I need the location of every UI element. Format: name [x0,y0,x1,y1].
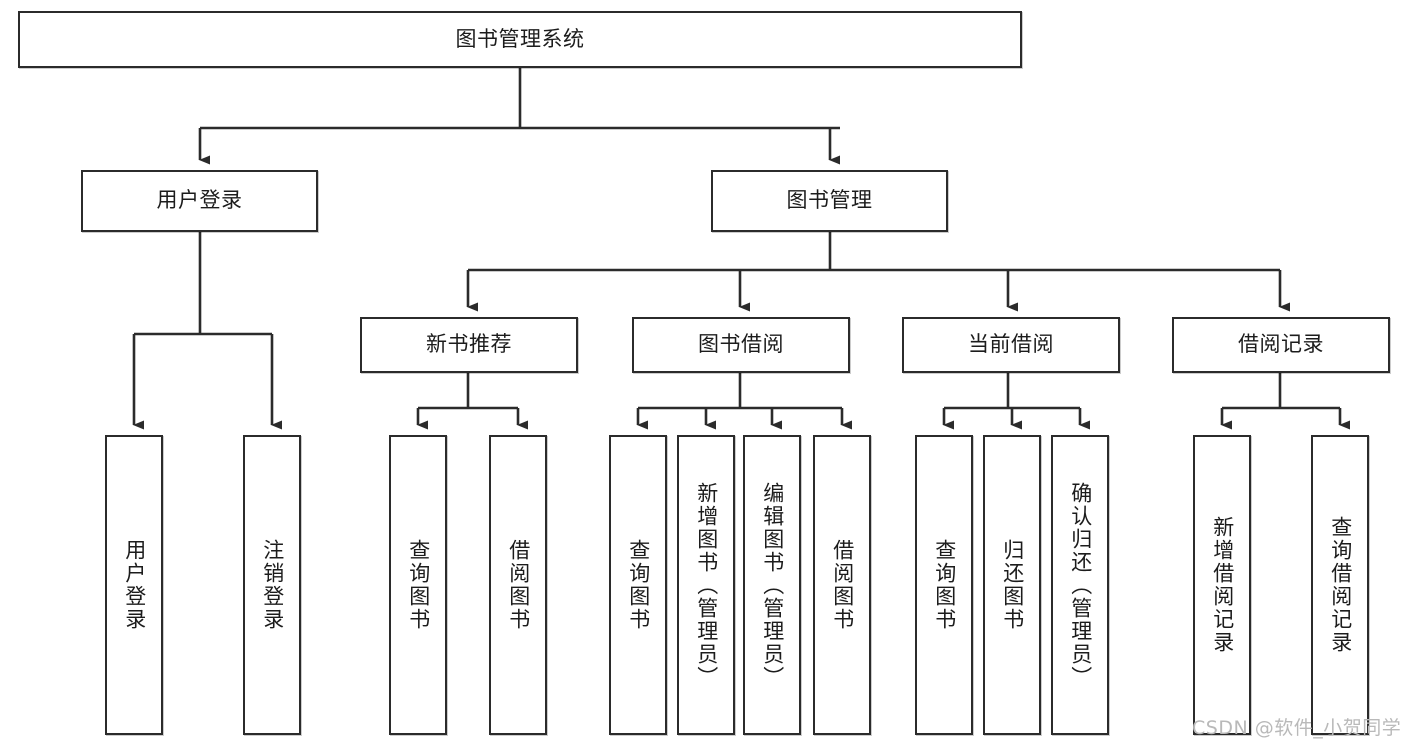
node-user-login[interactable]: 用户登录 [81,170,318,232]
node-leaf-query-borrow-record-label: 查询借阅记录 [1328,516,1353,654]
node-book-borrow-label: 图书借阅 [698,332,784,357]
node-leaf-query-book-nb[interactable]: 查询图书 [389,435,447,735]
node-leaf-return-book[interactable]: 归还图书 [983,435,1041,735]
node-leaf-query-borrow-record[interactable]: 查询借阅记录 [1311,435,1369,735]
node-book-management[interactable]: 图书管理 [711,170,948,232]
node-leaf-query-book-bb[interactable]: 查询图书 [609,435,667,735]
node-current-borrow-label: 当前借阅 [968,332,1054,357]
node-leaf-logout[interactable]: 注销登录 [243,435,301,735]
node-book-borrow[interactable]: 图书借阅 [632,317,850,373]
node-leaf-borrow-book-bb-label: 借阅图书 [830,539,855,631]
node-user-login-label: 用户登录 [156,188,243,213]
node-leaf-add-borrow-record[interactable]: 新增借阅记录 [1193,435,1251,735]
node-leaf-return-book-label: 归还图书 [1000,539,1025,631]
node-leaf-confirm-return-admin[interactable]: 确认归还（管理员） [1051,435,1109,735]
node-leaf-user-login-label: 用户登录 [122,539,147,631]
node-leaf-edit-book-admin[interactable]: 编辑图书（管理员） [743,435,801,735]
node-leaf-borrow-book-nb-label: 借阅图书 [506,539,531,631]
node-leaf-user-login[interactable]: 用户登录 [105,435,163,735]
node-leaf-edit-book-admin-label: 编辑图书（管理员） [760,481,785,689]
node-leaf-add-borrow-record-label: 新增借阅记录 [1210,516,1235,654]
node-leaf-add-book-admin[interactable]: 新增图书（管理员） [677,435,735,735]
node-borrow-record-label: 借阅记录 [1238,332,1324,357]
node-leaf-borrow-book-nb[interactable]: 借阅图书 [489,435,547,735]
node-leaf-query-book-cb-label: 查询图书 [932,539,957,631]
node-borrow-record[interactable]: 借阅记录 [1172,317,1390,373]
node-book-management-label: 图书管理 [786,188,873,213]
node-leaf-logout-label: 注销登录 [260,539,285,631]
node-current-borrow[interactable]: 当前借阅 [902,317,1120,373]
node-leaf-query-book-cb[interactable]: 查询图书 [915,435,973,735]
node-new-book-recommend-label: 新书推荐 [426,332,512,357]
node-new-book-recommend[interactable]: 新书推荐 [360,317,578,373]
node-root-system[interactable]: 图书管理系统 [18,11,1022,68]
node-leaf-confirm-return-admin-label: 确认归还（管理员） [1068,481,1093,689]
node-leaf-query-book-nb-label: 查询图书 [406,539,431,631]
node-root-system-label: 图书管理系统 [455,26,585,51]
node-leaf-query-book-bb-label: 查询图书 [626,539,651,631]
node-leaf-borrow-book-bb[interactable]: 借阅图书 [813,435,871,735]
node-leaf-add-book-admin-label: 新增图书（管理员） [694,481,719,689]
